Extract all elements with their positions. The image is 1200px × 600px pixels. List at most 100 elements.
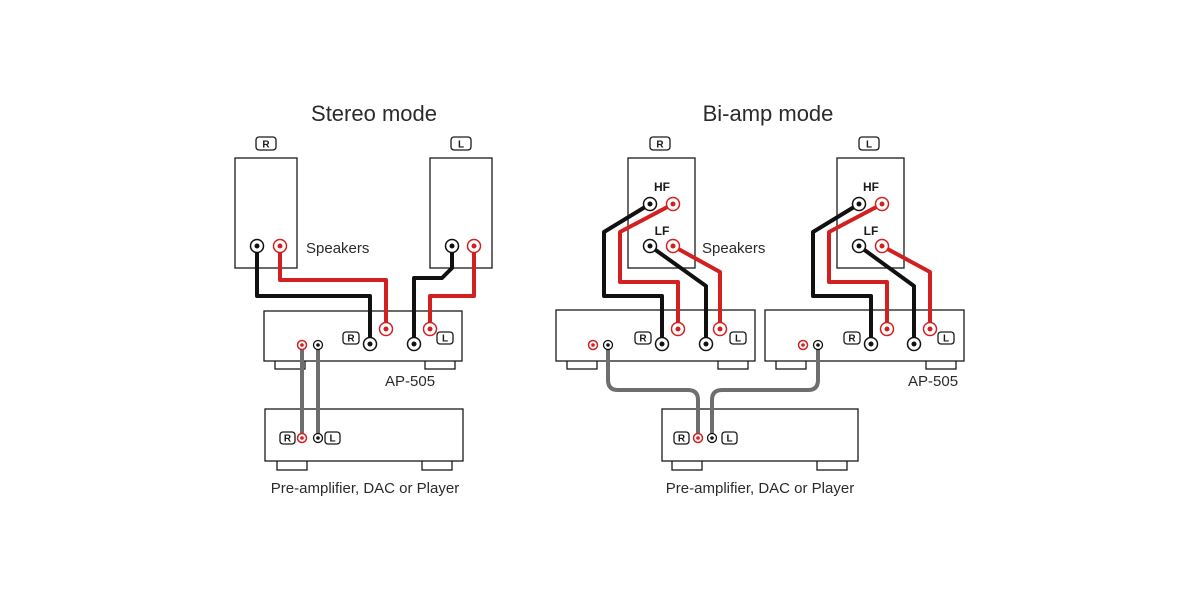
biamp-source: R L — [661, 408, 859, 471]
stereo-section: Stereo mode R L Speakers R L AP-505 — [234, 101, 493, 497]
stereo-speaker-right-badge-text: R — [262, 140, 270, 151]
stereo-amp-badge-l-text: L — [442, 334, 448, 345]
biamp-right-lf-negative-wire — [648, 244, 708, 346]
biamp-speaker-left-badge-text: L — [866, 140, 872, 151]
stereo-amplifier-chassis — [263, 310, 463, 362]
biamp-speaker-left: L HF LF — [836, 136, 905, 269]
stereo-speakers-label: Speakers — [306, 240, 369, 257]
biamp-left-hf-label: HF — [863, 180, 879, 194]
biamp-amplifier-1-chassis — [555, 309, 756, 362]
biamp-amp2-badge-r-text: R — [848, 334, 856, 345]
biamp-title: Bi-amp mode — [703, 101, 834, 126]
biamp-right-hf-terminal-neg — [642, 196, 658, 212]
biamp-right-hf-terminal-pos — [665, 196, 681, 212]
stereo-source-output-rca-right — [296, 432, 308, 444]
biamp-right-lf-terminal-pos — [665, 238, 681, 254]
biamp-amp1-input-rca-left — [602, 339, 614, 351]
biamp-amp2-left-terminal-pos — [922, 321, 938, 337]
stereo-speaker-left-terminal-pos — [466, 238, 482, 254]
stereo-speaker-left-cabinet — [429, 157, 493, 269]
stereo-amp-left-terminal-neg — [406, 336, 422, 352]
biamp-left-lf-positive-wire — [880, 244, 932, 331]
biamp-speaker-right-badge — [649, 136, 671, 151]
stereo-speaker-left-badge — [450, 136, 472, 151]
stereo-speaker-right: R — [234, 136, 298, 269]
stereo-source-badge-l-text: L — [329, 434, 335, 445]
biamp-right-hf-positive-wire — [618, 202, 680, 331]
biamp-amp2-input-rca-left — [812, 339, 824, 351]
biamp-source-chassis — [661, 408, 859, 462]
stereo-source-output-rca-left — [312, 432, 324, 444]
biamp-amplifier-2-chassis — [764, 309, 965, 362]
biamp-amplifier-1: R L — [555, 309, 756, 370]
biamp-left-hf-positive-wire — [827, 202, 889, 331]
biamp-amp1-input-rca-right — [587, 339, 599, 351]
stereo-source-label: Pre-amplifier, DAC or Player — [271, 480, 459, 497]
biamp-amp1-badge-r — [634, 331, 652, 345]
biamp-amp1-right-terminal-neg — [654, 336, 670, 352]
stereo-amp-input-rca-right — [296, 339, 308, 351]
stereo-source-chassis — [264, 408, 464, 462]
biamp-left-hf-negative-wire — [811, 202, 873, 346]
biamp-amp2-badge-l-text: L — [943, 334, 949, 345]
biamp-interconnect-right — [606, 343, 700, 440]
biamp-left-lf-negative-wire — [857, 244, 916, 346]
stereo-source: R L — [264, 408, 464, 471]
stereo-amp-label: AP-505 — [385, 373, 435, 390]
biamp-amp1-left-terminal-neg — [698, 336, 714, 352]
stereo-amp-input-rca-left — [312, 339, 324, 351]
biamp-left-lf-label: LF — [864, 224, 879, 238]
biamp-speaker-left-badge — [858, 136, 880, 151]
biamp-amp2-badge-l — [937, 331, 955, 345]
biamp-amp1-right-terminal-pos — [670, 321, 686, 337]
biamp-source-badge-l — [721, 431, 738, 445]
stereo-source-badge-l — [324, 431, 341, 445]
biamp-left-lf-terminal-pos — [874, 238, 890, 254]
stereo-wire-right-negative — [255, 244, 372, 346]
biamp-left-hf-terminal-pos — [874, 196, 890, 212]
stereo-amp-badge-l — [436, 331, 454, 345]
stereo-speaker-right-terminal-neg — [249, 238, 265, 254]
biamp-right-hf-negative-wire — [602, 202, 664, 346]
biamp-amp1-badge-l — [729, 331, 747, 345]
stereo-amp-left-terminal-pos — [422, 321, 438, 337]
stereo-amplifier: R L — [263, 310, 463, 370]
stereo-source-badge-r — [279, 431, 296, 445]
biamp-source-label: Pre-amplifier, DAC or Player — [666, 480, 854, 497]
biamp-amp1-badge-r-text: R — [639, 334, 647, 345]
biamp-section: Bi-amp mode R HF LF L HF LF Speakers R L — [555, 101, 965, 497]
stereo-amp-badge-r — [342, 331, 360, 345]
stereo-wire-left-positive — [428, 244, 476, 331]
biamp-source-output-rca-left — [706, 432, 718, 444]
stereo-amp-right-terminal-neg — [362, 336, 378, 352]
biamp-speakers-label: Speakers — [702, 240, 765, 257]
biamp-source-badge-r — [673, 431, 690, 445]
biamp-interconnect-left — [710, 343, 820, 440]
stereo-speaker-right-terminal-pos — [272, 238, 288, 254]
biamp-speaker-right: R HF LF — [627, 136, 696, 269]
stereo-amp-right-terminal-pos — [378, 321, 394, 337]
biamp-amp1-badge-l-text: L — [735, 334, 741, 345]
stereo-speaker-left: L — [429, 136, 493, 269]
stereo-amp-badge-r-text: R — [347, 334, 355, 345]
biamp-amp2-right-terminal-neg — [863, 336, 879, 352]
stereo-source-badge-r-text: R — [284, 434, 292, 445]
biamp-right-lf-positive-wire — [671, 244, 722, 331]
biamp-source-badge-r-text: R — [678, 434, 686, 445]
biamp-amp2-right-terminal-pos — [879, 321, 895, 337]
stereo-speaker-right-cabinet — [234, 157, 298, 269]
stereo-speaker-left-badge-text: L — [458, 140, 464, 151]
stereo-wire-left-negative — [412, 244, 454, 346]
biamp-amp2-input-rca-right — [797, 339, 809, 351]
stereo-speaker-left-terminal-neg — [444, 238, 460, 254]
biamp-amp-label: AP-505 — [908, 373, 958, 390]
biamp-amp2-left-terminal-neg — [906, 336, 922, 352]
biamp-source-badge-l-text: L — [726, 434, 732, 445]
biamp-speaker-right-badge-text: R — [656, 140, 664, 151]
biamp-amp1-left-terminal-pos — [712, 321, 728, 337]
biamp-amp2-badge-r — [843, 331, 861, 345]
biamp-amplifier-2: R L — [764, 309, 965, 370]
stereo-title: Stereo mode — [311, 101, 437, 126]
biamp-left-lf-terminal-neg — [851, 238, 867, 254]
